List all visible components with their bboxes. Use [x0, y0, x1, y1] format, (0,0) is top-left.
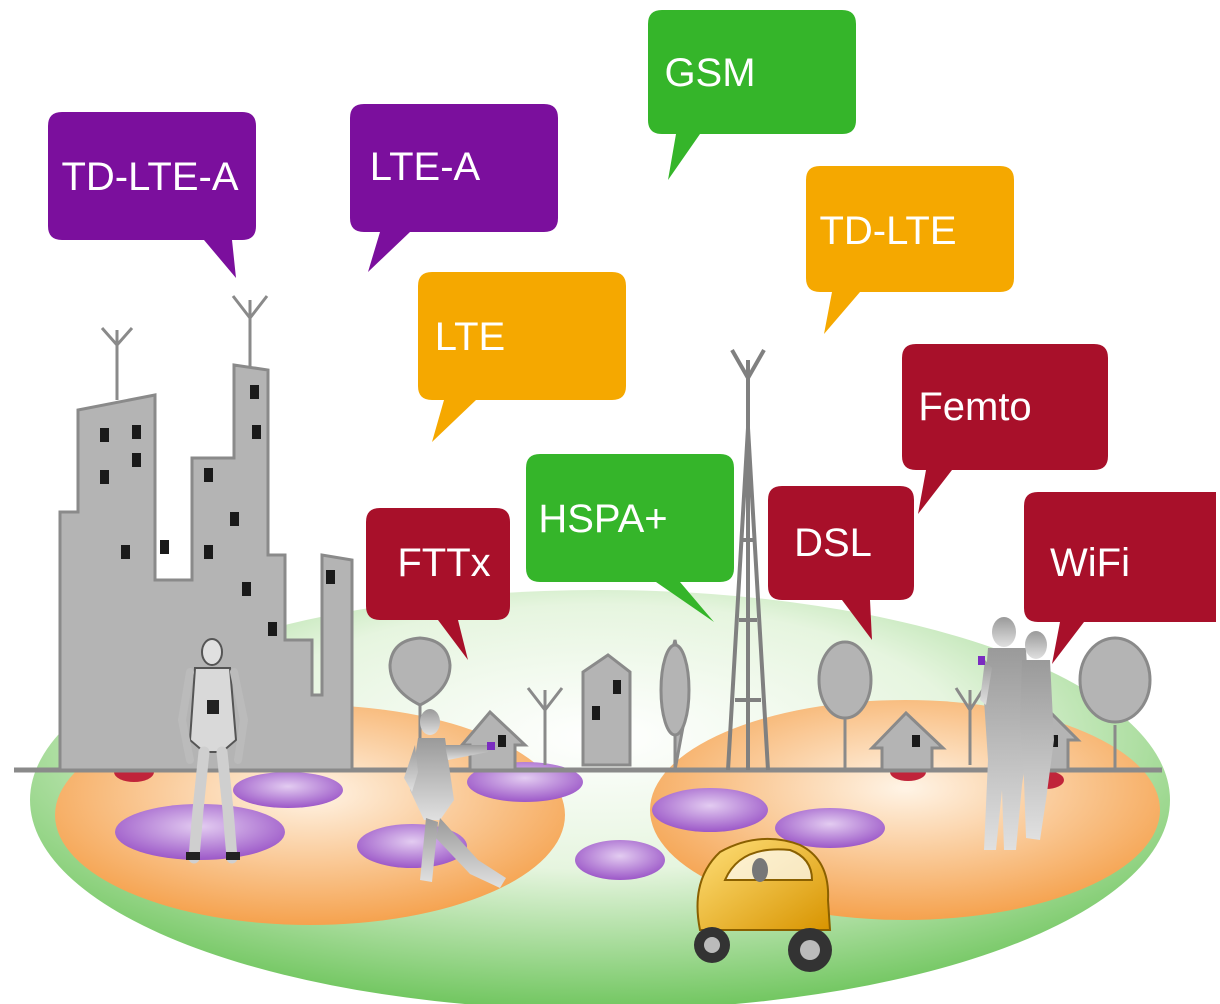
bubble-td-lte-a: TD-LTE-A: [48, 112, 256, 278]
bubble-shape: [902, 344, 1108, 514]
bubble-hspa-plus: HSPA+: [526, 454, 734, 622]
bubble-fttx: FTTx: [366, 508, 510, 660]
bubble-label: Femto: [918, 385, 1031, 429]
bubble-label: DSL: [794, 521, 872, 565]
robot: [177, 638, 249, 864]
bubble-shape: [648, 10, 856, 180]
bubble-gsm: GSM: [648, 10, 856, 180]
bubble-td-lte: TD-LTE: [806, 166, 1014, 334]
trees: [388, 636, 1152, 771]
antenna-tower: [726, 349, 770, 771]
bubble-shape: [418, 272, 626, 442]
bubble-label: TD-LTE: [819, 209, 956, 253]
skater: [404, 709, 506, 888]
bubble-label: TD-LTE-A: [61, 155, 238, 199]
bubble-shape: [806, 166, 1014, 334]
bubble-shape: [526, 454, 734, 622]
bubble-shape: [350, 104, 558, 272]
bubble-label: HSPA+: [538, 497, 667, 541]
bare-trees: [526, 687, 986, 765]
bubble-shape: [768, 486, 914, 640]
house-windows: [498, 680, 1058, 747]
bubble-label: GSM: [664, 51, 755, 95]
bubble-label: LTE-A: [370, 145, 481, 189]
bubble-lte: LTE: [418, 272, 626, 442]
bubble-femto: Femto: [902, 344, 1108, 514]
bubble-dsl: DSL: [768, 486, 914, 640]
bubble-label: WiFi: [1050, 541, 1130, 585]
couple: [978, 617, 1054, 850]
bubble-shape: [48, 112, 256, 278]
car: [694, 837, 832, 972]
rooftop-antennas: [100, 295, 269, 400]
building-windows: [100, 385, 335, 636]
bubble-label: FTTx: [397, 541, 490, 585]
bubble-label: LTE: [435, 315, 505, 359]
bubble-shape: [1024, 492, 1216, 664]
bubble-wifi: WiFi: [1024, 492, 1216, 664]
bubble-shape: [366, 508, 510, 660]
bubble-lte-a: LTE-A: [350, 104, 558, 272]
